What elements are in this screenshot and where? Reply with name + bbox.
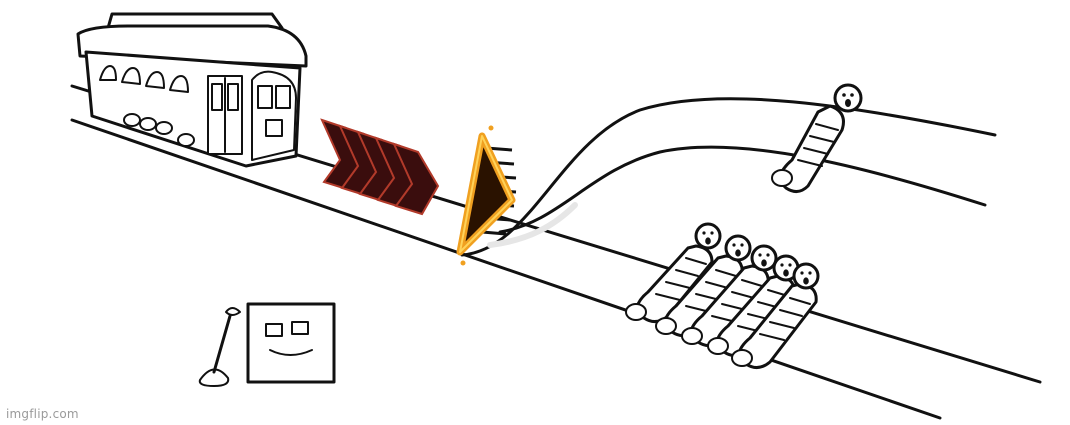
single-person-stripes	[797, 123, 839, 167]
branch-track-lower-rail	[498, 145, 987, 234]
single-person-figure	[771, 83, 863, 193]
group-person	[655, 234, 752, 337]
trolley-headlight	[265, 119, 283, 137]
trolley-door-window-left	[211, 83, 223, 111]
box-character-right-eye	[291, 321, 309, 335]
switch-spark-bottom	[460, 260, 466, 266]
group-person	[625, 222, 722, 323]
switch-spark-top	[488, 125, 494, 131]
branch-track-upper-rail	[460, 97, 997, 257]
track-switch-icon	[456, 125, 517, 266]
trolley-icon	[76, 12, 308, 168]
box-character-head	[246, 302, 336, 384]
lever-grip[interactable]	[225, 307, 241, 316]
junction-glow	[487, 202, 578, 248]
box-character-figure	[246, 302, 336, 384]
single-person-head	[833, 83, 863, 113]
direction-chevron-icon	[320, 118, 440, 216]
trolley-wheels	[123, 113, 195, 147]
lever-handle[interactable]	[212, 314, 232, 374]
watermark-text: imgflip.com	[6, 407, 79, 421]
trolley-front	[251, 70, 297, 161]
trolley-front-window-right	[275, 85, 291, 109]
lever-icon[interactable]	[198, 307, 241, 387]
trolley-windows	[99, 65, 189, 93]
single-person-feet	[771, 169, 793, 187]
group-people-figures	[625, 222, 820, 369]
group-person	[731, 262, 820, 369]
box-character-mouth	[269, 349, 313, 356]
box-character-left-eye	[265, 323, 283, 337]
single-person-mouth	[845, 99, 851, 107]
group-person	[681, 244, 778, 347]
trolley-front-window-left	[257, 85, 273, 109]
trolley-door-window-right	[227, 83, 239, 111]
main-track-lower-rail	[70, 118, 942, 420]
branch-track	[460, 97, 997, 257]
